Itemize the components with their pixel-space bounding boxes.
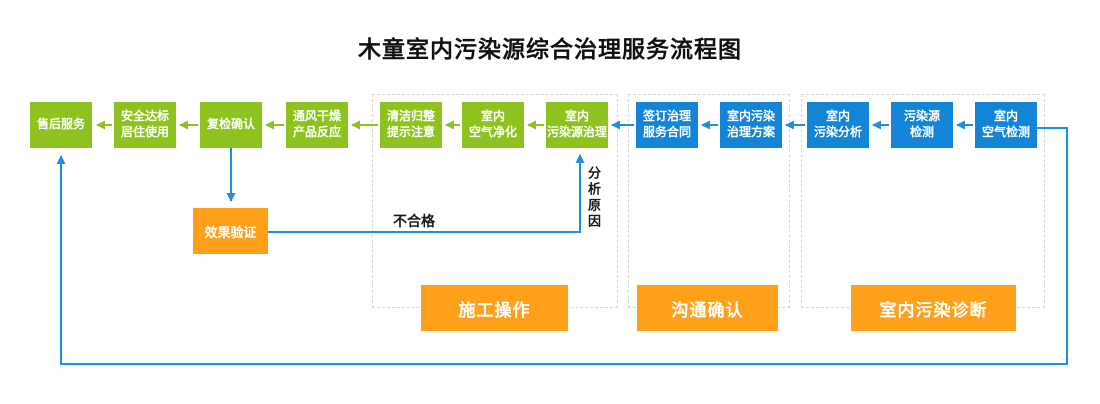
group-label-construction: 施工操作 <box>421 285 568 331</box>
flow-box-air-detection: 室内 空气检测 <box>975 102 1037 148</box>
group-label-communication: 沟通确认 <box>637 285 778 331</box>
flow-box-cleanup-notice: 清洁归整 提示注意 <box>380 102 442 148</box>
flow-box-source-detection: 污染源 检测 <box>891 102 953 148</box>
flow-box-treatment-plan: 室内污染 治理方案 <box>720 102 782 148</box>
page-title: 木童室内污染源综合治理服务流程图 <box>358 36 742 62</box>
edge-label-unqualified: 不合格 <box>393 213 435 229</box>
flow-box-sign-contract: 签订治理 服务合同 <box>636 102 698 148</box>
flow-box-recheck-confirm: 复检确认 <box>200 102 262 148</box>
flow-box-after-sales: 售后服务 <box>30 102 92 148</box>
flow-box-pollution-analysis: 室内 污染分析 <box>807 102 869 148</box>
group-label-diagnosis: 室内污染诊断 <box>851 285 1016 331</box>
flow-box-effect-verification: 效果验证 <box>193 208 268 254</box>
flow-box-safe-living: 安全达标 居住使用 <box>114 102 176 148</box>
edge-label-analyze-reason: 分析原因 <box>586 166 601 230</box>
flow-box-ventilation-dry: 通风干燥 产品反应 <box>286 102 348 148</box>
flow-box-air-purification: 室内 空气净化 <box>462 102 524 148</box>
flow-box-source-treatment: 室内 污染源治理 <box>546 102 608 148</box>
